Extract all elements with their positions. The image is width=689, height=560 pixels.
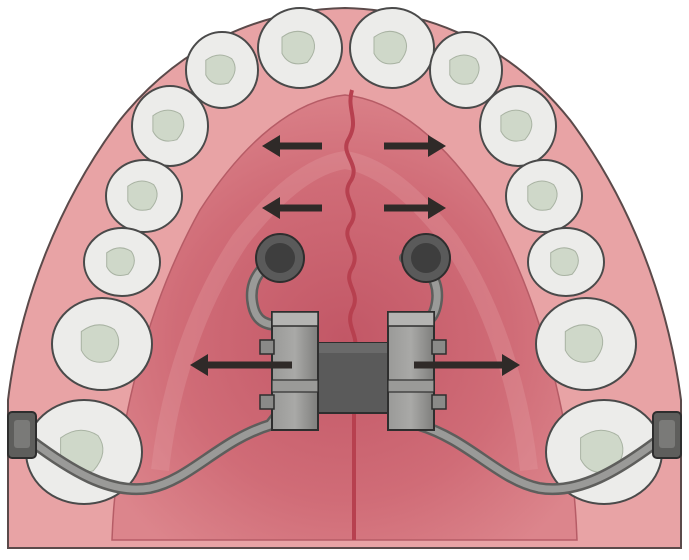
right-front-pad — [401, 233, 451, 283]
palatal-expander — [7, 233, 682, 496]
arrow-icon — [190, 354, 292, 376]
arrow-icon — [262, 197, 322, 219]
left-front-pad — [255, 233, 305, 283]
tooth-icon — [257, 7, 343, 89]
tooth-icon — [429, 31, 503, 109]
tooth-icon — [185, 31, 259, 109]
teeth-group — [25, 7, 663, 505]
tooth-icon — [105, 159, 183, 233]
arrow-icon — [414, 354, 520, 376]
tooth-icon — [349, 7, 435, 89]
midpalatal-suture — [344, 89, 358, 540]
tooth-icon — [83, 227, 161, 297]
arrow-icon — [262, 135, 322, 157]
expansion-arrows — [190, 135, 520, 376]
left-screw-block — [259, 311, 319, 431]
tooth-icon — [527, 227, 605, 297]
tooth-icon — [545, 399, 663, 505]
tooth-icon — [479, 85, 557, 167]
tooth-icon — [505, 159, 583, 233]
right-screw-block — [387, 311, 447, 431]
expansion-screw-body — [317, 342, 393, 414]
arrow-icon — [384, 197, 446, 219]
left-molar-band — [7, 411, 37, 459]
tooth-icon — [51, 297, 153, 391]
tooth-icon — [535, 297, 637, 391]
tooth-icon — [131, 85, 209, 167]
arrow-icon — [384, 135, 446, 157]
right-molar-band — [652, 411, 682, 459]
palate-ridge-shading — [151, 150, 538, 471]
